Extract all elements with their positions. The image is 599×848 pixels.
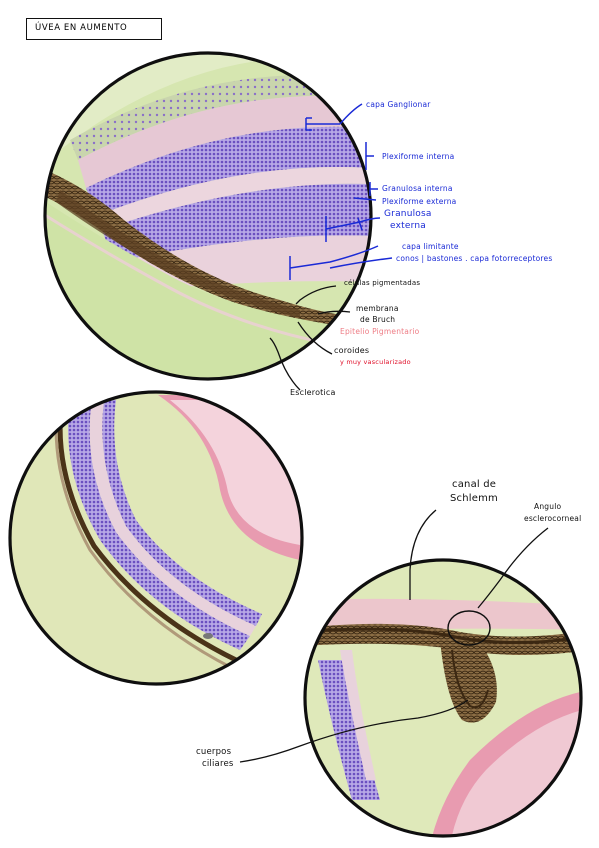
- circle-frame-2: [8, 390, 304, 686]
- label-granulosa-externa-1: Granulosa: [384, 209, 432, 219]
- label-granulosa-interna: Granulosa interna: [382, 184, 453, 193]
- label-angulo-1: Angulo: [534, 502, 562, 511]
- label-conos-bastones: conos | bastones . capa fotorreceptores: [396, 254, 553, 263]
- annotation-brackets: [289, 103, 393, 280]
- label-muy-vascularizado: y muy vascularizado: [340, 358, 411, 366]
- angle-marker-circle: [447, 610, 491, 646]
- label-granulosa-externa-2: externa: [390, 221, 426, 231]
- page-title-text: ÚVEA EN AUMENTO: [35, 23, 128, 33]
- label-canal-schlemm-2: Schlemm: [450, 493, 498, 504]
- label-angulo-2: esclerocorneal: [524, 514, 582, 523]
- label-membrana-2: de Bruch: [360, 315, 396, 324]
- label-cuerpos-ciliares-2: ciliares: [202, 759, 234, 769]
- label-canal-schlemm-1: canal de: [452, 479, 497, 490]
- label-capa-limitante: capa limitante: [402, 242, 459, 251]
- micrograph-ciliary: [305, 560, 581, 836]
- label-esclerotica: Esclerotica: [290, 388, 336, 397]
- annotation-lines: [239, 285, 549, 763]
- circle-frame-1: [43, 51, 373, 381]
- label-membrana-1: membrana: [356, 304, 399, 313]
- label-capa-ganglionar: capa Ganglionar: [366, 100, 431, 109]
- circle-frame-3: [303, 558, 583, 838]
- micrograph-retina-low: [10, 392, 302, 684]
- page-title: ÚVEA EN AUMENTO: [26, 18, 162, 40]
- label-celulas-pigmentadas: células pigmentadas: [344, 279, 421, 287]
- micrograph-retina: [45, 53, 371, 379]
- label-plexiforme-externa: Plexiforme externa: [382, 197, 457, 206]
- label-epitelio-pigmentario: Epitelio Pigmentario: [340, 327, 420, 336]
- label-coroides: coroides: [334, 346, 370, 355]
- label-cuerpos-ciliares-1: cuerpos: [196, 747, 232, 757]
- label-plexiforme-interna: Plexiforme interna: [382, 152, 455, 161]
